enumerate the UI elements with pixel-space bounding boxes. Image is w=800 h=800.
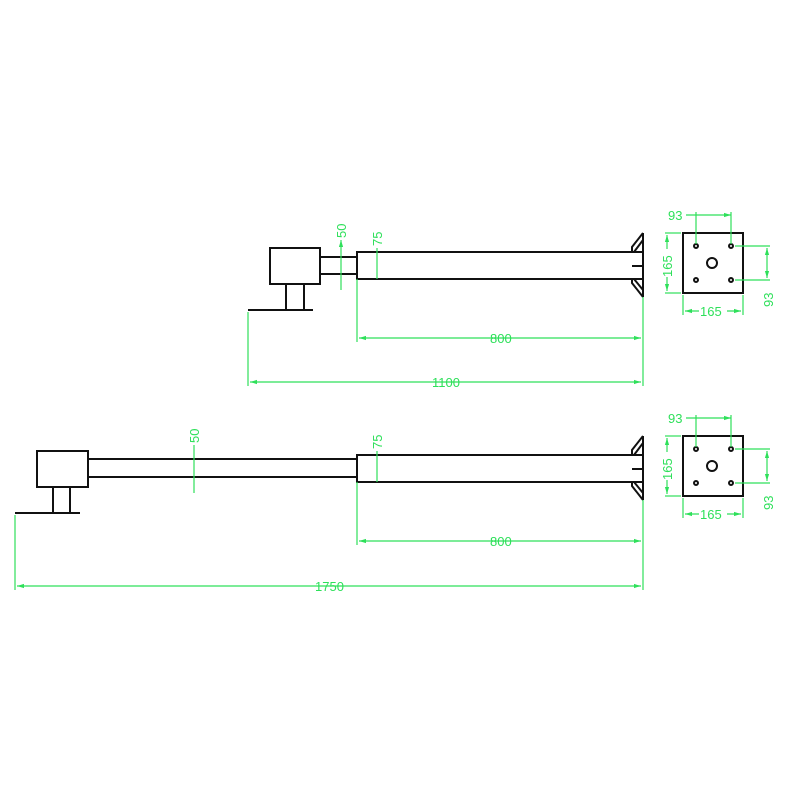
flange bbox=[631, 232, 644, 298]
plate-width-label: 165 bbox=[700, 304, 722, 319]
top-assembly: 50 75 800 1100 93 93 165 165 bbox=[247, 208, 776, 390]
plate-hole-v-label: 93 bbox=[761, 496, 776, 510]
dim-800-label: 800 bbox=[490, 534, 512, 549]
mount-box bbox=[269, 247, 321, 285]
plate-hole-h-label: 93 bbox=[668, 411, 682, 426]
mount-plate bbox=[682, 232, 744, 294]
bottom-assembly: 50 75 800 1750 93 93 165 165 bbox=[14, 411, 776, 594]
mount-post bbox=[52, 486, 71, 514]
dim-75-label: 75 bbox=[370, 232, 385, 246]
small-pipe bbox=[87, 458, 358, 478]
dim-50-label: 50 bbox=[334, 224, 349, 238]
plate-width-label: 165 bbox=[700, 507, 722, 522]
dim-1750-label: 1750 bbox=[315, 579, 344, 594]
small-pipe bbox=[319, 256, 358, 275]
plate-hole-v-label: 93 bbox=[761, 293, 776, 307]
dim-50-label: 50 bbox=[187, 429, 202, 443]
dim-75-label: 75 bbox=[370, 435, 385, 449]
dim-1100-label: 1100 bbox=[432, 375, 460, 390]
mount-box bbox=[36, 450, 89, 488]
flange bbox=[631, 435, 644, 501]
mount-post bbox=[285, 283, 305, 311]
plate-height-label: 165 bbox=[660, 458, 675, 480]
dim-800-label: 800 bbox=[490, 331, 512, 346]
main-pipe bbox=[356, 454, 644, 483]
plate-height-label: 165 bbox=[660, 255, 675, 277]
plate-hole-h-label: 93 bbox=[668, 208, 682, 223]
mount-plate bbox=[682, 435, 744, 497]
main-pipe bbox=[356, 251, 644, 280]
